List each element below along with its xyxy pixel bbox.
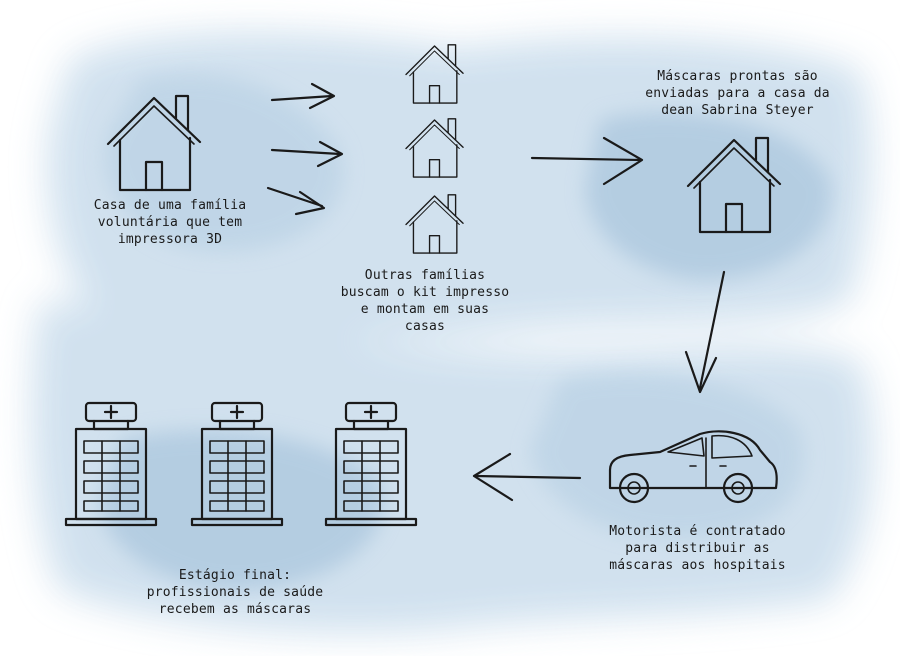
label-line: enviadas para a casa da — [645, 86, 830, 101]
arrow-icon-to-families-3 — [266, 186, 326, 216]
label-line: Máscaras prontas são — [657, 69, 818, 84]
arrow-icon-to-families-2 — [270, 140, 344, 168]
arrow-icon-to-families-1 — [270, 82, 336, 110]
arrow-icon-to-dean — [530, 136, 644, 186]
label-line: recebem as máscaras — [158, 602, 312, 617]
label-other-families: Outras famílias buscam o kit impresso e … — [300, 267, 550, 335]
label-line: impressora 3D — [117, 232, 223, 247]
label-line: para distribuir as — [625, 541, 770, 556]
house-icon-dean — [686, 136, 782, 234]
hospital-icon-1 — [64, 401, 158, 527]
label-origin-family: Casa de uma família voluntária que tem i… — [45, 197, 295, 248]
label-line: profissionais de saúde — [146, 585, 324, 600]
arrow-icon-to-hospitals — [472, 452, 582, 502]
label-line: casas — [404, 319, 446, 334]
label-line: buscam o kit impresso — [340, 285, 510, 300]
label-dean-house: Máscaras prontas são enviadas para a cas… — [610, 68, 865, 119]
label-line: Casa de uma família — [93, 198, 247, 213]
label-line: e montam em suas — [360, 302, 490, 317]
hospital-icon-3 — [324, 401, 418, 527]
car-icon — [608, 430, 778, 504]
house-icon-origin — [106, 94, 202, 192]
house-icon-family-1 — [405, 44, 464, 104]
label-line: voluntária que tem — [97, 215, 243, 230]
label-line: dean Sabrina Steyer — [661, 103, 814, 118]
label-final-stage: Estágio final: profissionais de saúde re… — [105, 567, 365, 618]
label-line: Outras famílias — [364, 268, 486, 283]
label-line: Estágio final: — [178, 568, 292, 583]
house-icon-family-2 — [405, 118, 464, 178]
label-line: Motorista é contratado — [609, 524, 786, 539]
label-line: máscaras aos hospitais — [609, 558, 786, 573]
hospital-icon-2 — [190, 401, 284, 527]
house-icon-family-3 — [405, 194, 464, 254]
arrow-icon-to-driver — [684, 270, 726, 394]
label-driver: Motorista é contratado para distribuir a… — [560, 523, 835, 574]
